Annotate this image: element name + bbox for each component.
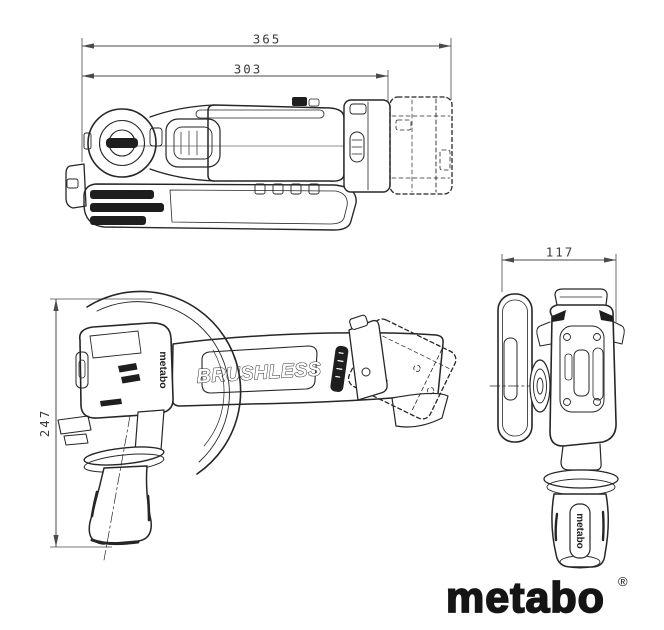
arrowhead-left-icon: [82, 43, 94, 49]
vent-slot: [118, 363, 138, 373]
arrowhead-left-icon: [502, 257, 514, 263]
dimension-value-overall-length: 365: [253, 32, 282, 47]
handle-neck: [560, 443, 602, 471]
switch-slider: [292, 97, 307, 106]
dimension-value-height: 247: [37, 409, 52, 438]
metabo-logo: metabo ®: [445, 573, 628, 623]
centerline: [103, 415, 131, 561]
dimension-overall-length: 365: [81, 32, 452, 162]
front-view-drawing: metabo: [489, 288, 625, 569]
arrowhead-up-icon: [53, 299, 59, 311]
vent-slot: [121, 374, 141, 384]
guard-vent-bar: [90, 190, 154, 199]
handle-flange: [83, 446, 165, 466]
top-view-drawing: [65, 96, 453, 231]
battery-interface: [348, 319, 388, 401]
metabo-logo-text: metabo: [446, 574, 605, 622]
dimension-head-width: 117: [501, 245, 617, 322]
side-handle-grip: [88, 465, 152, 545]
battery-interface: [343, 99, 391, 193]
dimension-height: 247: [37, 298, 152, 548]
vent-slot: [100, 398, 122, 407]
gear-housing-clamp: [165, 118, 221, 168]
brushless-panel: [201, 345, 318, 394]
rear-label-strip: [330, 345, 349, 392]
arrowhead-right-icon: [604, 257, 616, 263]
side-view-drawing: BRUSHLESS metabo: [57, 290, 457, 561]
arrowhead-right-icon: [376, 73, 388, 79]
disc-flange: [529, 359, 551, 413]
arrowhead-left-icon: [82, 73, 94, 79]
rear-end-cap: [391, 392, 449, 428]
battery-pack-dashed: [389, 96, 453, 195]
arrowhead-down-icon: [53, 535, 59, 547]
dimension-length-without-battery: 303: [82, 62, 389, 104]
handle-brand-badge: [569, 503, 591, 559]
dimension-value-length-without-battery: 303: [234, 62, 263, 77]
dimension-value-head-width: 117: [546, 245, 575, 260]
shoulder-wedge: [552, 310, 566, 322]
guard-vent-bar: [90, 216, 146, 225]
motor-housing-top: [207, 104, 345, 182]
handle-stem: [134, 409, 165, 453]
spindle-flats: [106, 138, 138, 148]
guard-vent-bar: [90, 203, 164, 212]
battery-latch: [349, 314, 369, 330]
gearhead-brand-label: metabo: [157, 351, 169, 388]
registered-trademark-icon: ®: [618, 574, 628, 589]
handle-brand-label: metabo: [574, 513, 585, 549]
disc-edge-arc: [86, 290, 242, 475]
guard-clamp: [65, 163, 87, 209]
shoulder-wedge: [599, 310, 613, 322]
guard-bracket: [57, 415, 92, 435]
wheel-guard-front: [497, 293, 533, 443]
arrowhead-right-icon: [439, 43, 451, 49]
